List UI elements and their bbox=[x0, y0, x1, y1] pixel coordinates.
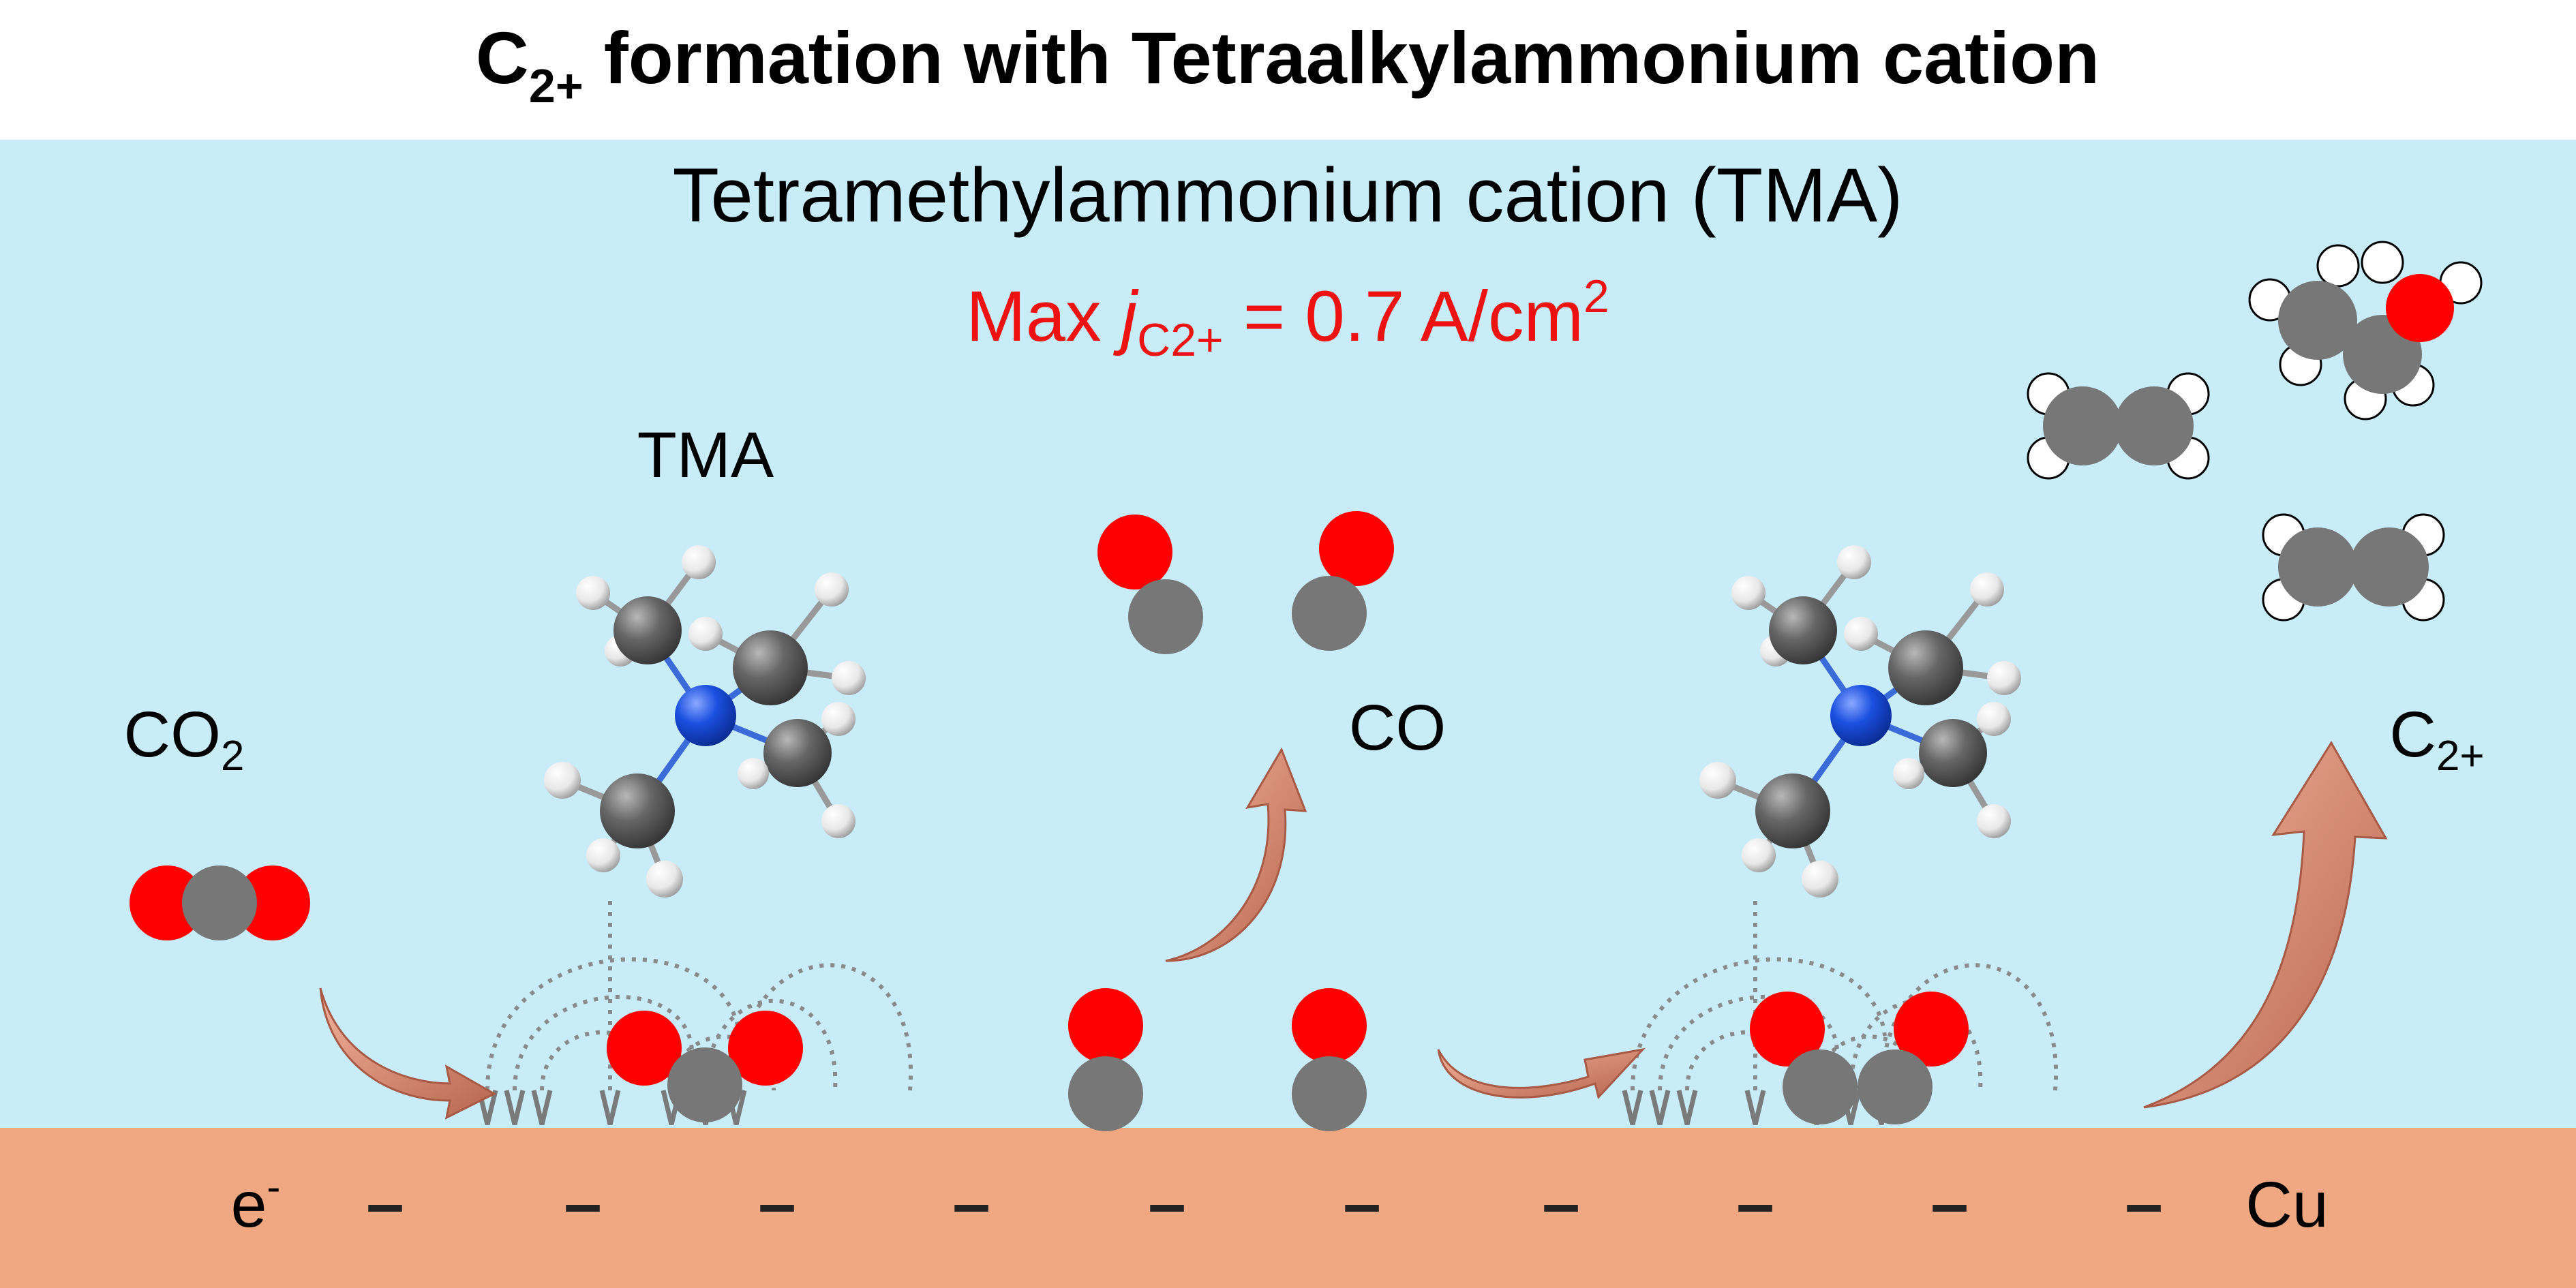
minus-sign: – bbox=[564, 1165, 602, 1242]
c2-label: C2+ bbox=[2389, 699, 2484, 780]
minus-sign: – bbox=[758, 1165, 796, 1242]
co-adsorbed-1 bbox=[1068, 988, 1143, 1131]
ethylene-molecule-1 bbox=[2027, 372, 2210, 480]
minus-sign: – bbox=[952, 1165, 990, 1242]
electrolyte-region bbox=[0, 140, 2576, 1128]
title-band bbox=[0, 0, 2576, 140]
co2-adsorbed bbox=[607, 1011, 803, 1122]
arrow-co-desorb bbox=[1165, 747, 1307, 962]
subtitle: Tetramethylammonium cation (TMA) bbox=[673, 153, 1903, 238]
co2-label: CO2 bbox=[124, 699, 245, 780]
co2-molecule-free bbox=[130, 865, 310, 940]
main-title: C2+ formation with Tetraalkylammonium ca… bbox=[476, 16, 2100, 112]
minus-sign: – bbox=[1148, 1165, 1186, 1242]
co-molecule-free-1 bbox=[1097, 515, 1203, 654]
co-adsorbed-2 bbox=[1292, 988, 1367, 1131]
copper-electrode bbox=[0, 1128, 2576, 1288]
minus-sign: – bbox=[1343, 1165, 1381, 1242]
minus-sign: – bbox=[1736, 1165, 1774, 1242]
ethylene-molecule-2 bbox=[2262, 513, 2445, 622]
minus-sign: – bbox=[2125, 1165, 2163, 1242]
minus-sign: – bbox=[366, 1165, 404, 1242]
electrode-label: Cu bbox=[2245, 1169, 2328, 1241]
minus-sign: – bbox=[1930, 1165, 1969, 1242]
arrow-co-to-dimer bbox=[1437, 1047, 1646, 1100]
co-molecule-free-2 bbox=[1292, 511, 1394, 651]
electron-label: e- bbox=[231, 1164, 281, 1241]
co-label: CO bbox=[1349, 692, 1446, 764]
oc-co-dimer-adsorbed bbox=[1750, 992, 1969, 1124]
electrode-charges: – – – – – – – – – – bbox=[366, 1165, 2163, 1242]
arrow-co2-to-surface bbox=[319, 987, 497, 1120]
max-current-label: Max jC2+ = 0.7 A/cm2 bbox=[966, 271, 1609, 366]
minus-sign: – bbox=[1542, 1165, 1580, 1242]
tma-label: TMA bbox=[637, 419, 774, 491]
ethanol-molecule bbox=[2248, 241, 2483, 420]
arrow-c2-formation bbox=[2143, 741, 2388, 1109]
